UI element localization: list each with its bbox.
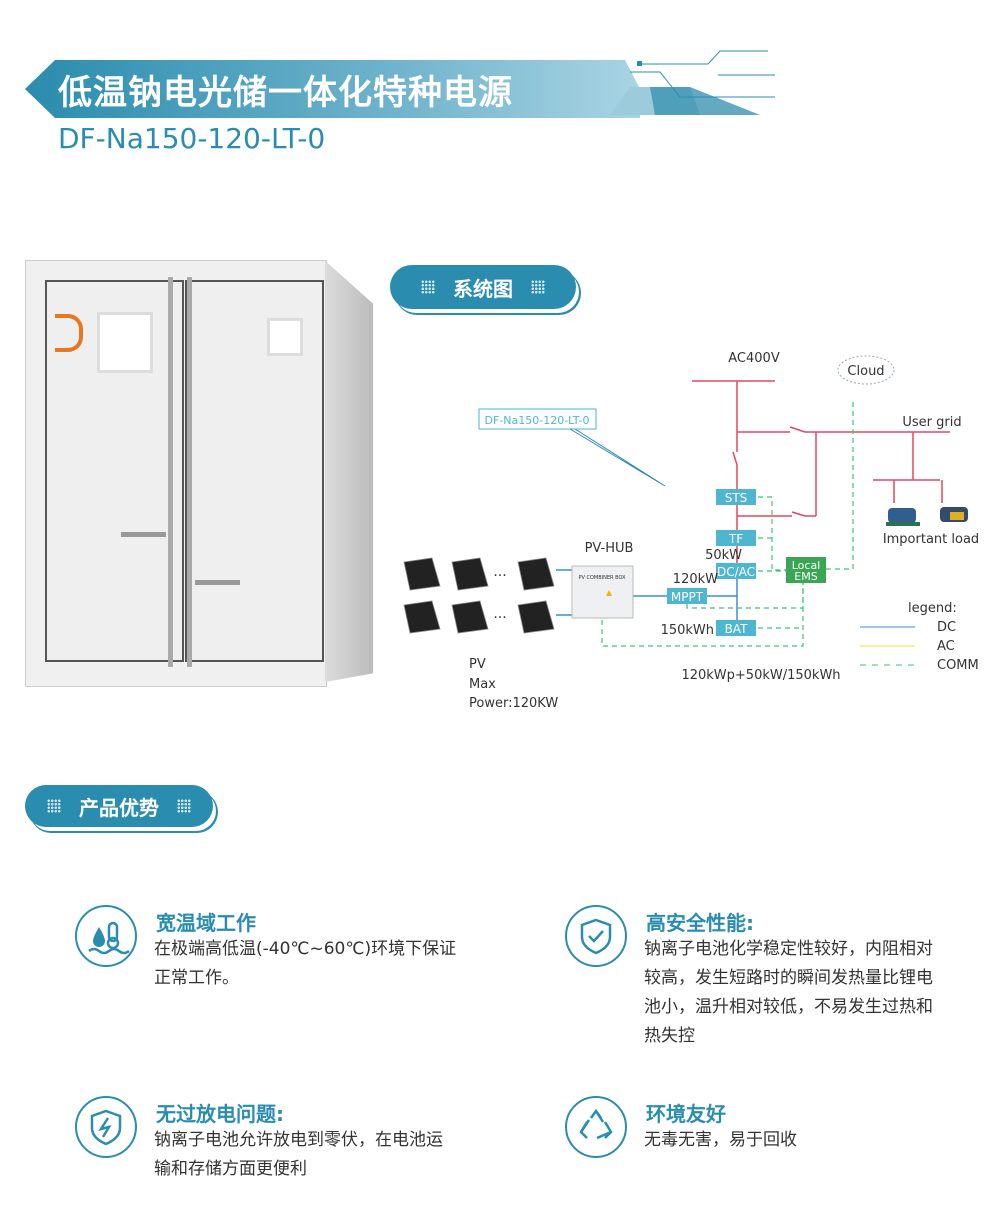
dots-icon xyxy=(421,280,435,294)
title-banner xyxy=(25,60,640,118)
pv-label-1: PV xyxy=(469,657,486,672)
tf-box xyxy=(716,530,756,546)
feature-text-line: 热失控 xyxy=(644,1026,695,1046)
feature-text-line: 钠离子电池允许放电到零伏，在电池运 xyxy=(154,1130,443,1150)
ems-label-1: Local xyxy=(792,559,821,572)
feature-text-line: 钠离子电池化学稳定性较好，内阻相对 xyxy=(644,939,933,959)
cabinet-image xyxy=(25,252,373,687)
section-title: 系统图 xyxy=(453,276,513,301)
feature-text-line: 较高，发生短路时的瞬间发热量比锂电 xyxy=(644,968,933,988)
mppt-power-label: 120kW xyxy=(673,572,718,587)
more-panels-dots: ··· xyxy=(493,568,506,584)
feature-text-line: 无毒无害，易于回收 xyxy=(644,1130,797,1150)
shield-check-icon xyxy=(565,905,627,967)
feature-text-line: 池小，温升相对较低，不易发生过热和 xyxy=(644,997,933,1017)
legend-comm: COMM xyxy=(937,658,979,673)
feature-text-line: 在极端高低温(-40℃~60℃)环境下保证 xyxy=(154,939,457,959)
section-system-diagram: 系统图 xyxy=(390,265,576,309)
mppt-label: MPPT xyxy=(671,590,704,604)
shield-bolt-icon xyxy=(75,1096,137,1158)
feature-title: 高安全性能: xyxy=(646,911,754,935)
dcac-box xyxy=(716,563,756,579)
ems-box xyxy=(786,557,826,583)
motor-icon xyxy=(886,508,920,526)
system-diagram: DF-Na150-120-LT-0 Cloud AC400V User grid… xyxy=(403,351,979,711)
feature-title: 无过放电问题: xyxy=(156,1102,284,1126)
system-summary: 120kWp+50kW/150kWh xyxy=(681,668,840,683)
section-advantages: 产品优势 xyxy=(25,785,213,827)
model-number: DF-Na150-120-LT-0 xyxy=(58,122,326,155)
important-load-label: Important load xyxy=(883,532,979,547)
model-callout xyxy=(478,408,597,430)
sts-label: STS xyxy=(725,491,748,505)
pv-hub-box xyxy=(571,565,634,619)
dcac-label: DC/AC xyxy=(717,565,755,579)
bat-box xyxy=(716,620,756,636)
tf-label: TF xyxy=(728,532,743,546)
feature-text-line: 输和存储方面更便利 xyxy=(154,1159,307,1179)
feature-text-line: 正常工作。 xyxy=(154,968,239,988)
recycle-icon xyxy=(565,1096,627,1158)
user-grid-label: User grid xyxy=(902,415,961,430)
page-title: 低温钠电光储一体化特种电源 xyxy=(58,73,513,113)
solar-panels xyxy=(403,557,555,634)
cloud-icon: Cloud xyxy=(837,355,895,385)
sts-box xyxy=(716,489,756,505)
dots-icon xyxy=(177,799,191,813)
section-title: 产品优势 xyxy=(79,795,159,820)
more-panels-dots: ··· xyxy=(493,610,506,626)
comm-lines xyxy=(601,398,854,647)
circuit-decoration xyxy=(610,50,775,115)
dots-icon xyxy=(531,280,545,294)
mppt-box xyxy=(667,588,707,604)
pump-icon xyxy=(940,507,968,522)
feature-title: 环境友好 xyxy=(646,1102,726,1126)
bat-label: BAT xyxy=(725,622,749,636)
pv-hub-label: PV-HUB xyxy=(585,541,634,556)
dots-icon xyxy=(47,799,61,813)
ac-lines xyxy=(692,380,950,563)
ems-label-2: EMS xyxy=(794,570,817,583)
model-callout-label: DF-Na150-120-LT-0 xyxy=(485,414,590,427)
feature-title: 宽温域工作 xyxy=(156,911,256,935)
dc-lines xyxy=(556,569,738,620)
legend-dc: DC xyxy=(937,620,956,635)
bat-capacity-label: 150kWh xyxy=(661,623,714,638)
water-temperature-icon xyxy=(75,905,137,967)
pv-hub-box-label: PV COMBINER BOX xyxy=(578,575,626,581)
pv-label-3: Power:120KW xyxy=(469,696,558,711)
cloud-label: Cloud xyxy=(847,364,884,379)
legend-ac: AC xyxy=(937,639,955,654)
legend-title: legend: xyxy=(908,601,957,616)
pv-label-2: Max xyxy=(469,677,496,692)
ac-bus-label: AC400V xyxy=(728,351,780,366)
warning-icon xyxy=(606,590,612,596)
dcac-power-label: 50kW xyxy=(705,548,742,563)
